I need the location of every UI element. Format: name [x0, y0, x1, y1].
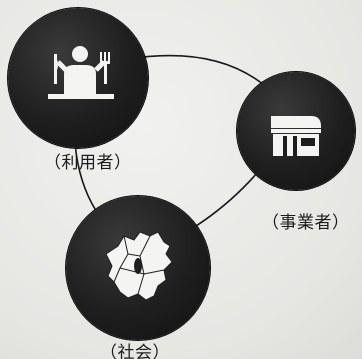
business-label: （事業者） [262, 213, 350, 233]
diner-icon [48, 46, 114, 99]
society-node [66, 196, 210, 340]
users-node [8, 8, 148, 148]
society-label: （社会） [100, 343, 170, 359]
map-icon [105, 231, 173, 301]
shop-icon [271, 116, 321, 156]
business-node [237, 72, 355, 190]
users-label: （利用者） [44, 153, 132, 173]
